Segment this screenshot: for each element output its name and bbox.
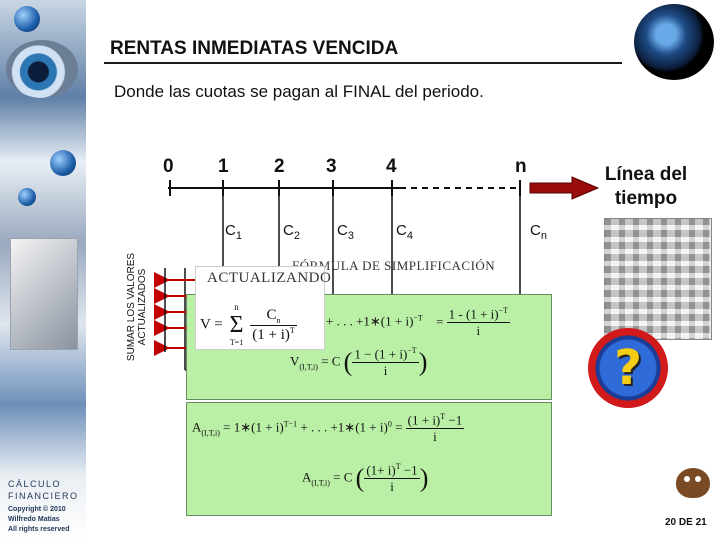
- sum-formula: V = n Σ T=1 Cn(1 + i)T: [200, 302, 297, 348]
- page-number: 20 DE 21: [665, 517, 707, 528]
- actualizando-label: ACTUALIZANDO: [207, 270, 331, 287]
- cuota-label: C1: [225, 222, 242, 242]
- cartoon-character-icon: [676, 468, 710, 498]
- sum-values-line2: ACTUALIZADOS: [137, 232, 148, 382]
- sum-values-label: SUMAR LOS VALORES ACTUALIZADOS: [126, 232, 148, 382]
- timeline-caption-line1: Línea del: [596, 163, 696, 187]
- cuota-label: C4: [396, 222, 413, 242]
- timeline-caption-line2: tiempo: [596, 187, 696, 211]
- time-arrow: [530, 177, 598, 199]
- sum-values-line1: SUMAR LOS VALORES: [126, 232, 137, 382]
- cuota-label: Cn: [530, 222, 547, 242]
- timeline-caption: Línea del tiempo: [596, 163, 696, 211]
- cuota-label: C2: [283, 222, 300, 242]
- cuota-label: C3: [337, 222, 354, 242]
- future-series-formula: A(I,T,i) = 1∗(1 + i)T−1 + . . . +1∗(1 + …: [192, 412, 464, 445]
- question-mark-glyph: ?: [588, 328, 668, 408]
- maze-image-overlay: [604, 218, 710, 338]
